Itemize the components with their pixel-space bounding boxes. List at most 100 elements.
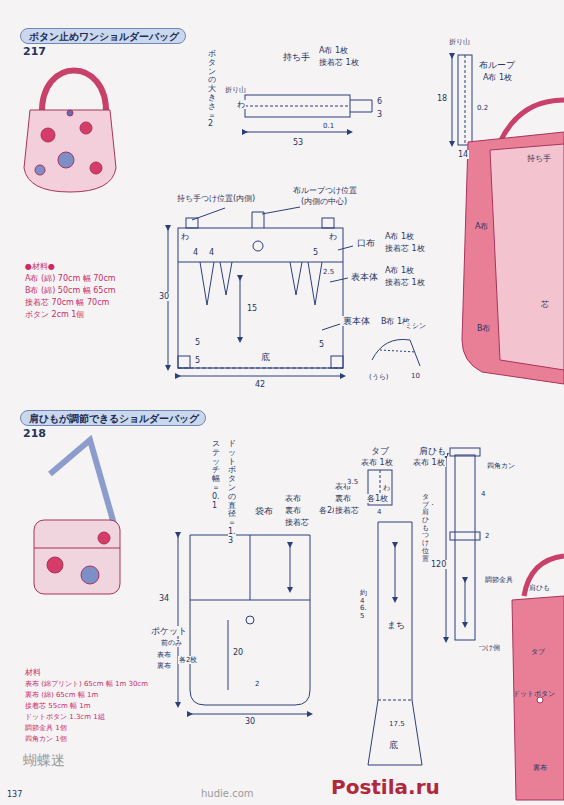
pattern-label: 裏布 [284,506,302,515]
pattern-label: 約46.5 [360,590,367,621]
pattern-line [190,714,310,715]
pattern-label: 0.1 [322,122,335,130]
section-band: ボタン止めワンショルダーバッグ [20,28,186,44]
pattern-label: (内側の中心) [300,197,348,206]
pattern-label: 底 [260,352,271,362]
pattern-label: 表布 1枚 [360,458,394,467]
pattern-line [452,56,453,144]
pattern-label: タブ [530,648,546,656]
pattern-line [178,356,190,368]
pattern-label: 2.5 [322,268,335,276]
pattern-label: わ [236,100,246,109]
pattern-line [190,535,310,705]
pattern-label: 底 [388,740,399,750]
pattern-label: 0.2 [476,104,489,112]
bag-illustration [512,596,564,800]
pattern-label: 34 [158,594,170,603]
section-title: 肩ひもが調節できるショルダーバッグ [29,413,197,425]
pattern-label: 5 [318,340,325,349]
pattern-line [290,545,291,590]
pattern-label: 袋布 [254,506,274,516]
materials-text: 表布 (綿プリント) 65cm 幅 1m 30cm [24,680,149,688]
pattern-label: わ [328,232,338,241]
pattern-line [465,580,466,625]
bag-illustration [41,128,55,142]
bag-illustration [50,440,114,524]
pattern-line [262,207,300,214]
pattern-line [246,616,254,624]
materials-text: 材料 [24,668,42,677]
pattern-label: 4 [480,490,486,498]
pattern-line [250,535,251,600]
pattern-label: ボタンの大きさ＝2 [208,50,216,129]
pattern-label: 接着芯 [334,506,360,515]
pattern-line [178,228,343,368]
pattern-label: ステッチ幅＝0.1 [212,440,220,510]
pattern-label: 217 [22,46,47,59]
pattern-label: A布 1枚 [482,73,513,82]
pattern-label: 3.5 [346,478,359,486]
pattern-label: 30 [244,717,256,726]
pattern-label: ポケット [150,626,188,636]
pattern-line [465,55,466,145]
pattern-label: わ [180,232,190,241]
pattern-label: 5 [194,356,201,365]
materials-text: 調節金具 1個 [24,724,68,732]
pattern-line [378,700,412,701]
pattern-label: 各1枚 [366,494,389,503]
pattern-line [290,262,302,295]
bag-illustration [42,71,106,115]
pattern-label: A布 [474,222,489,231]
bag-illustration [462,132,564,384]
pattern-label: わ [382,484,391,492]
pattern-line [350,100,372,112]
pattern-line [245,132,350,133]
bag-illustration [35,165,45,175]
watermark: Postila.ru [330,776,441,799]
pattern-label: 6 [376,97,383,106]
pattern-line [455,455,475,640]
pattern-line [330,278,348,282]
pattern-line [380,350,416,352]
pattern-label: 18 [436,94,448,103]
watermark: 蝴蝶迷 [22,752,66,768]
pattern-label: A布 1枚 [384,266,415,275]
pattern-line [228,620,229,690]
materials-text: 接着芯 70cm 幅 70cm [24,298,110,307]
pattern-line [395,545,396,600]
pattern-line [240,278,241,340]
pattern-label: 5 [194,338,201,347]
materials-text: A布 (綿) 70cm 幅 70cm [24,274,117,283]
pattern-label: 持ち手つけ位置(内側) [176,194,256,203]
pattern-line [458,55,472,145]
pattern-label: 20 [232,648,244,657]
pattern-label: 四角カン [486,462,516,470]
pattern-label: 30 [158,292,170,301]
materials-text: 四角カン 1個 [24,735,68,743]
pattern-line [450,448,480,456]
pattern-line [450,532,480,540]
section-title: ボタン止めワンショルダーバッグ [29,31,177,43]
pattern-label: 2 [484,532,490,540]
pattern-label: 裏布 [156,662,172,670]
bag-illustration [24,110,116,192]
pattern-line [322,218,334,228]
pattern-line [192,208,225,220]
pattern-label: 接着芯 [284,518,310,527]
pattern-label: 布ループ [478,60,516,70]
pattern-label: (うら) [368,373,389,381]
pattern-label: まち [386,620,406,630]
pattern-label: 持ち手 [526,154,552,163]
pattern-label: B布 [476,324,492,333]
pattern-line [178,535,179,705]
pattern-label: 5 [312,248,319,257]
pattern-line [331,356,343,368]
pattern-label: 持ち手 [282,52,311,62]
pattern-label: 裏布 [532,764,548,772]
materials-text: ドットボタン 1.3cm 1組 [24,713,106,721]
pattern-line [308,262,322,305]
pattern-label: 裏本体 [342,316,371,326]
pattern-label: 折り山 [448,38,471,46]
pattern-line [178,368,343,369]
bag-illustration [81,566,99,584]
